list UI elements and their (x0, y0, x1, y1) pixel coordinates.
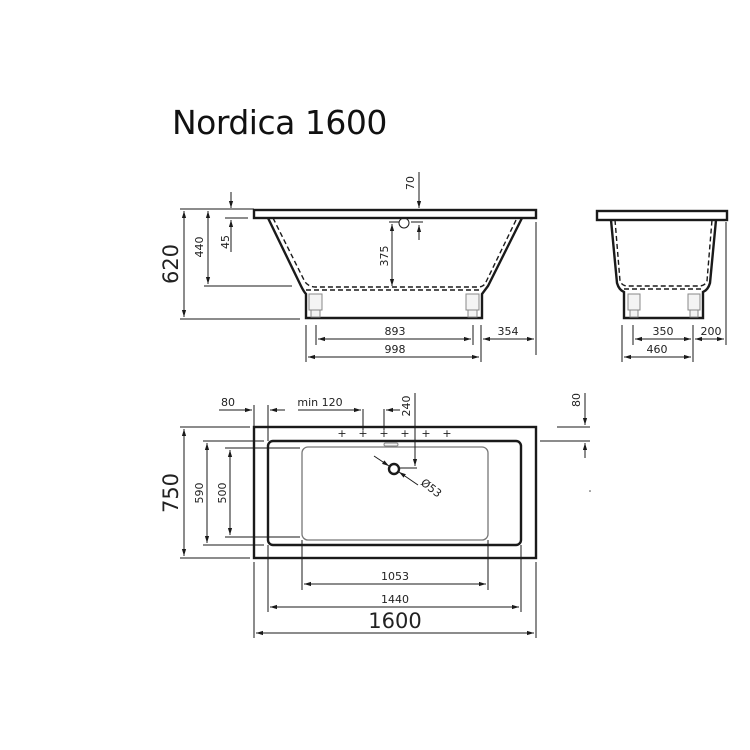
overflow-icon (398, 217, 410, 229)
product-title: Nordica 1600 (172, 103, 387, 142)
svg-text:+: + (337, 427, 346, 440)
svg-text:+: + (421, 427, 430, 440)
dim-overflow-offset: 70 (404, 176, 417, 190)
dim-end-base-width: 460 (647, 343, 668, 356)
dim-base-length: 998 (385, 343, 406, 356)
dim-total-height: 620 (159, 244, 183, 284)
leg-icon (465, 293, 480, 311)
leg-icon (627, 293, 641, 311)
dim-end-overhang: 200 (701, 325, 722, 338)
leg-icon (687, 293, 701, 311)
end-view: 350 200 460 (595, 209, 729, 362)
dim-bottom-length: 1053 (381, 570, 409, 583)
dim-rim-width: 80 (221, 396, 235, 409)
dim-drain-diameter: Ø53 (418, 476, 444, 500)
top-view: + + + + + + Ø53 80 min 120 240 (159, 393, 591, 638)
overflow-icon (383, 442, 399, 447)
dim-total-length: 1600 (368, 609, 421, 633)
svg-text:+: + (442, 427, 451, 440)
svg-text:+: + (379, 427, 388, 440)
dim-tap-spacing: min 120 (297, 396, 342, 409)
dim-total-width: 750 (159, 473, 183, 513)
dim-inner-depth: 440 (193, 237, 206, 258)
tap-hole-markers: + + + + + + (337, 427, 451, 440)
svg-text:+: + (358, 427, 367, 440)
dim-bottom-width: 500 (216, 483, 229, 504)
dim-drain-offset: 240 (400, 396, 413, 417)
dim-leg-spacing: 893 (385, 325, 406, 338)
leg-icon (308, 293, 323, 311)
drain-icon (387, 462, 401, 476)
dim-overhang: 354 (498, 325, 519, 338)
dim-rim-thickness: 45 (219, 235, 232, 249)
svg-text:+: + (400, 427, 409, 440)
dim-inner-width: 590 (193, 483, 206, 504)
dim-end-leg-spacing: 350 (653, 325, 674, 338)
dim-overflow-height: 375 (378, 246, 391, 267)
dim-rim-width-right: 80 (570, 393, 583, 407)
dim-inner-length: 1440 (381, 593, 409, 606)
side-view: 620 440 45 70 375 893 998 354 (159, 172, 538, 362)
